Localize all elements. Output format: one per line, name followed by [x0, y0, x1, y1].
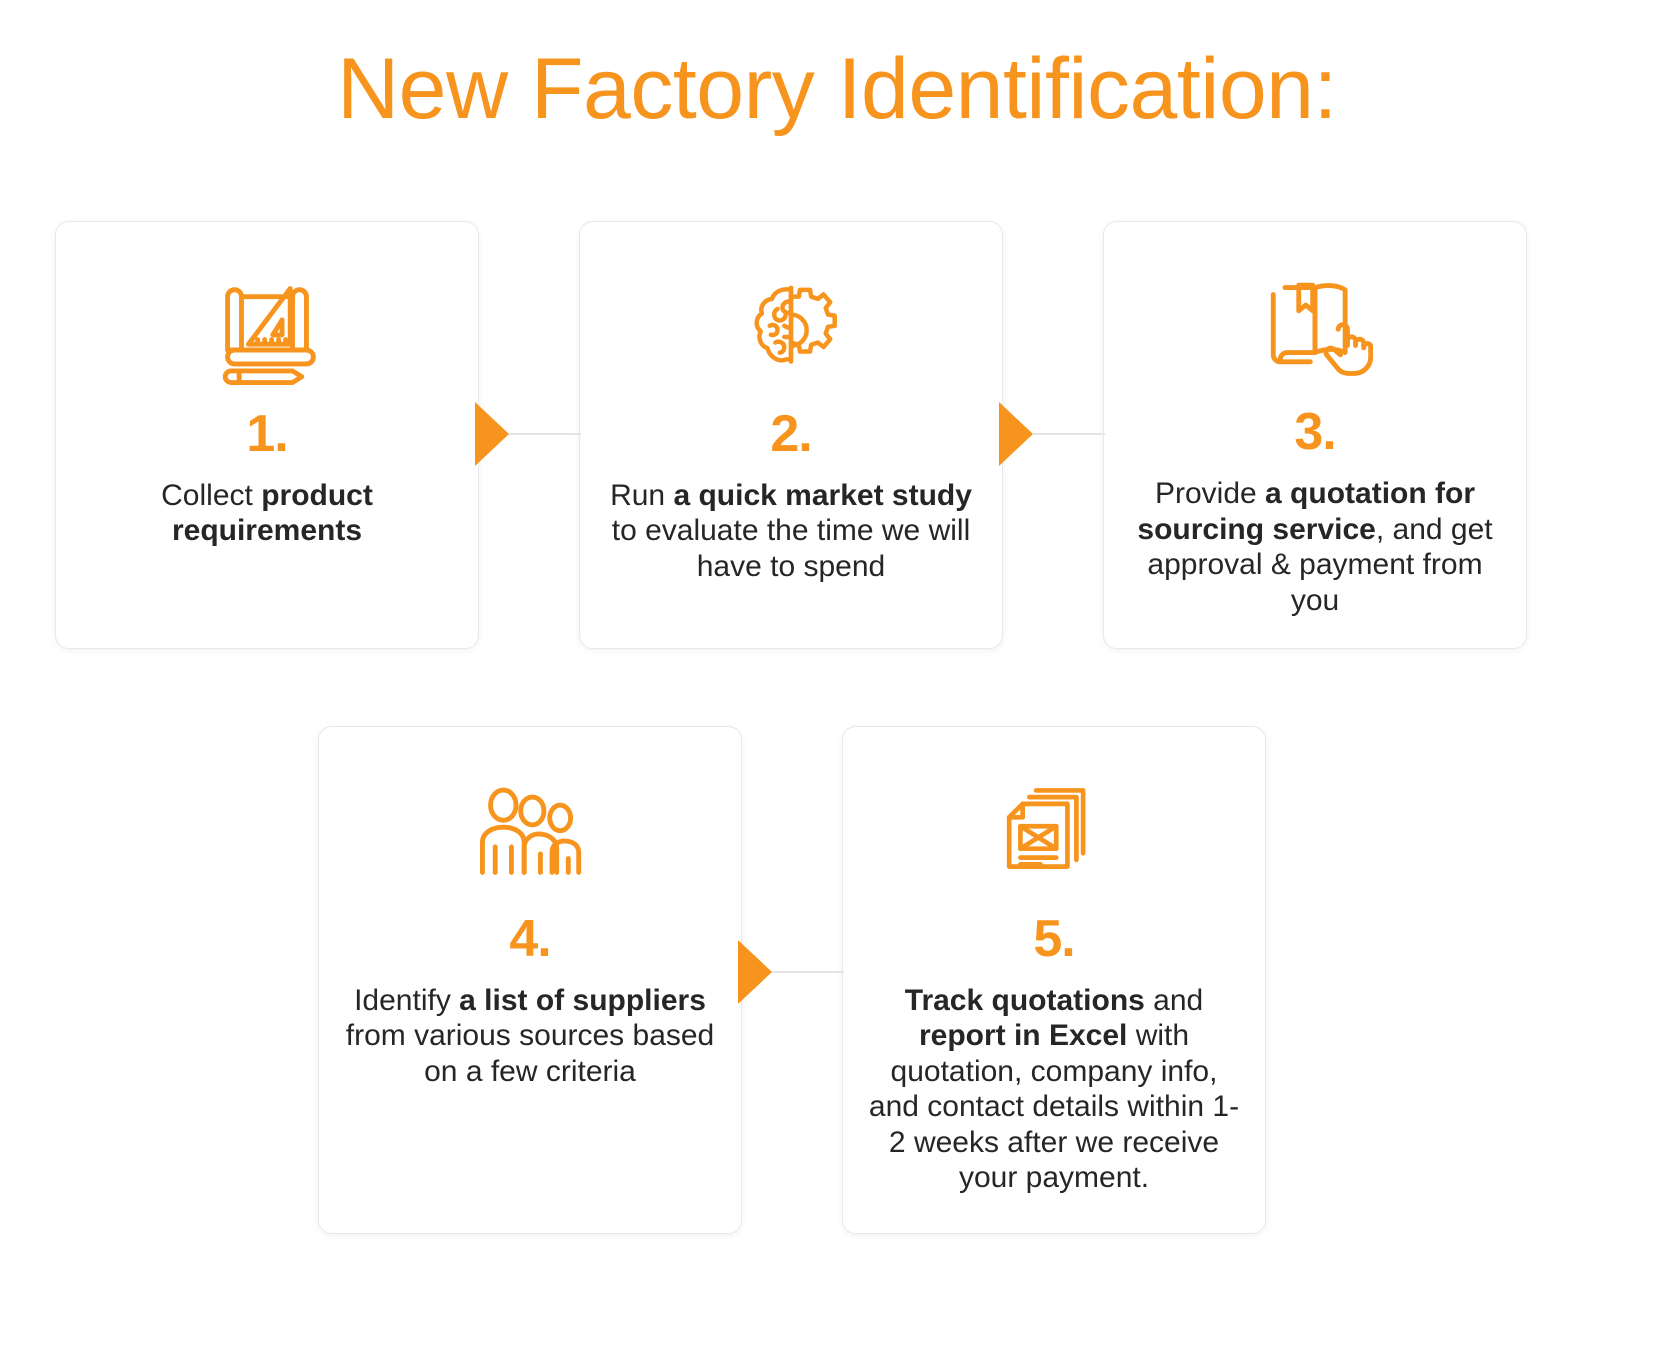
open-book-hand-icon	[1257, 262, 1373, 392]
step-text-bold: a quotation for sourcing service	[1137, 477, 1476, 546]
step-text-plain: Run	[610, 479, 674, 512]
page-title: New Factory Identification:	[337, 41, 1337, 137]
step-number: 4.	[509, 910, 551, 968]
step-text-plain: Identify	[354, 984, 460, 1017]
step-number: 3.	[1294, 403, 1336, 462]
step-text-plain: and	[1144, 984, 1204, 1017]
step-description: Provide a quotation for sourcing service…	[1128, 476, 1502, 618]
step-text-bold: Track quotations	[904, 984, 1145, 1017]
step-text-plain-2: from various sources based on a few crit…	[345, 1019, 715, 1088]
steps-row-top: 1. Collect product requirements	[55, 221, 1527, 649]
step-card-5[interactable]: 5. Track quotations and report in Excel …	[842, 726, 1266, 1234]
step-number: 1.	[246, 405, 288, 463]
step-text-bold: a list of suppliers	[459, 984, 706, 1017]
step-text-bold: product requirements	[171, 479, 373, 548]
step-text-plain-2: to evaluate the time we will have to spe…	[611, 514, 971, 583]
step-description: Identify a list of suppliers from variou…	[343, 983, 717, 1089]
step-text-plain: Provide	[1154, 477, 1266, 511]
step-description: Collect product requirements	[80, 478, 454, 549]
document-stack-icon	[998, 767, 1110, 899]
step-card-1[interactable]: 1. Collect product requirements	[55, 221, 479, 649]
blueprint-ruler-pencil-icon	[209, 262, 325, 394]
step-text-bold: a quick market study	[673, 479, 972, 512]
brain-gear-icon	[735, 262, 847, 394]
step-number: 2.	[770, 405, 812, 463]
steps-row-bottom: 4. Identify a list of suppliers from var…	[318, 726, 1266, 1234]
step-card-2[interactable]: 2. Run a quick market study to evaluate …	[579, 221, 1003, 649]
step-text-bold-2: report in Excel	[918, 1019, 1128, 1053]
step-card-3[interactable]: 3. Provide a quotation for sourcing serv…	[1103, 221, 1527, 649]
people-group-icon	[472, 767, 588, 899]
step-description: Track quotations and report in Excel wit…	[867, 983, 1241, 1195]
step-number: 5.	[1033, 910, 1075, 968]
step-text-plain-2: with quotation, company info, and contac…	[868, 1019, 1240, 1194]
step-card-4[interactable]: 4. Identify a list of suppliers from var…	[318, 726, 742, 1234]
step-text-plain: Collect	[161, 479, 262, 512]
step-text-plain-2: , and get approval & payment from you	[1147, 512, 1493, 617]
step-description: Run a quick market study to evaluate the…	[604, 478, 978, 584]
